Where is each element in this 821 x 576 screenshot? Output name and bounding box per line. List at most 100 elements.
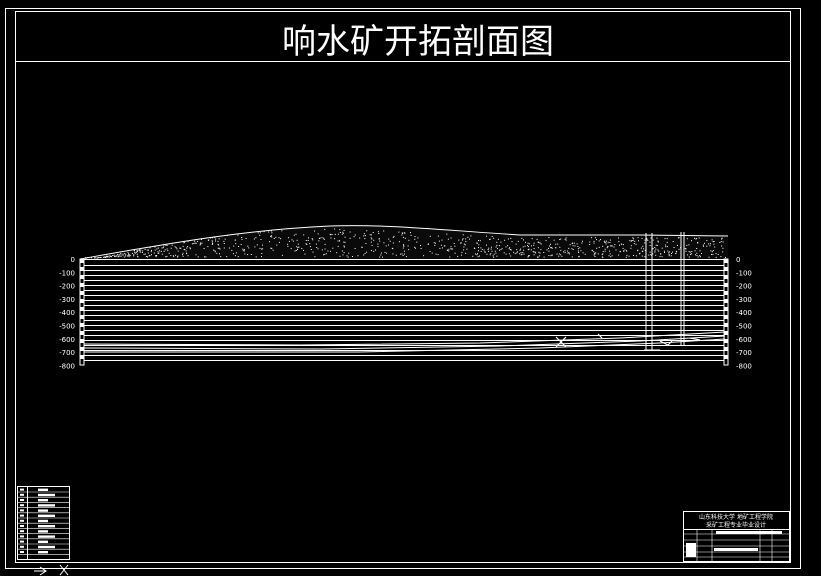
speckle — [234, 239, 236, 241]
speckle — [378, 233, 380, 234]
speckle — [297, 248, 298, 250]
speckle — [215, 240, 216, 242]
speckle — [157, 247, 159, 249]
speckle — [395, 254, 397, 256]
speckle — [691, 253, 693, 255]
speckle — [243, 250, 245, 252]
speckle — [615, 249, 617, 251]
speckle — [528, 248, 530, 250]
speckle — [697, 256, 699, 258]
speckle — [598, 246, 600, 248]
speckle — [533, 248, 535, 250]
speckle — [556, 253, 558, 255]
speckle — [94, 257, 96, 259]
speckle — [648, 254, 650, 256]
speckle — [303, 249, 304, 251]
speckle — [364, 253, 366, 254]
speckle — [161, 247, 163, 249]
speckle — [531, 245, 532, 247]
speckle — [270, 247, 272, 249]
speckle — [646, 239, 648, 241]
speckle — [398, 231, 400, 233]
speckle — [364, 238, 366, 240]
speckle — [128, 256, 130, 258]
speckle — [115, 256, 117, 258]
speckle — [242, 248, 244, 250]
speckle — [385, 245, 387, 247]
speckle — [511, 241, 513, 243]
speckle — [543, 256, 545, 258]
speckle — [151, 254, 152, 256]
speckle — [597, 253, 599, 255]
speckle — [204, 256, 205, 258]
speckle — [305, 243, 307, 245]
speckle — [237, 256, 239, 258]
speckle — [500, 249, 502, 251]
speckle — [571, 256, 573, 258]
speckle — [510, 237, 512, 239]
speckle — [659, 255, 661, 257]
speckle — [287, 243, 289, 245]
speckle — [431, 252, 433, 254]
speckle — [607, 241, 609, 243]
speckle — [197, 256, 199, 258]
legend-swatch — [20, 530, 24, 533]
legend-swatch — [20, 509, 24, 512]
coal-seam-3 — [84, 338, 726, 353]
speckle — [149, 247, 151, 249]
scale-bar-segment — [724, 267, 728, 271]
speckle — [448, 248, 450, 250]
speckle — [530, 249, 532, 251]
speckle — [106, 255, 108, 257]
speckle — [401, 234, 403, 236]
speckle — [156, 248, 158, 250]
speckle — [120, 255, 122, 257]
speckle — [237, 234, 239, 236]
speckle — [298, 246, 300, 248]
speckle — [347, 256, 349, 258]
speckle — [186, 253, 188, 255]
speckle — [366, 230, 368, 232]
speckle — [621, 243, 623, 245]
speckle — [509, 249, 511, 250]
speckle — [668, 252, 670, 254]
legend-text-mark — [38, 551, 48, 554]
speckle — [489, 238, 491, 240]
speckle — [625, 256, 627, 258]
speckle — [465, 252, 467, 254]
speckle — [245, 238, 247, 239]
depth-label-right: -600 — [736, 336, 752, 344]
speckle — [105, 256, 107, 258]
speckle — [513, 251, 515, 253]
speckle — [520, 248, 521, 250]
speckle — [655, 244, 657, 246]
speckle — [531, 238, 533, 240]
speckle — [124, 253, 126, 255]
shafts — [644, 232, 685, 351]
speckle — [688, 251, 690, 253]
speckle — [578, 252, 580, 253]
speckle — [278, 241, 280, 243]
speckle — [420, 245, 421, 246]
speckle — [486, 244, 487, 246]
speckle — [194, 240, 196, 242]
speckle — [709, 245, 711, 247]
speckle — [361, 246, 363, 248]
speckle — [666, 246, 668, 248]
speckle — [712, 253, 714, 255]
speckle — [143, 253, 145, 255]
speckle — [551, 254, 553, 256]
speckle — [241, 238, 243, 240]
speckle — [199, 244, 201, 246]
scale-bar-segment — [724, 291, 728, 295]
speckle — [713, 241, 715, 242]
speckle — [343, 252, 345, 254]
speckle — [433, 242, 435, 244]
speckle — [235, 252, 237, 254]
scale-bar-segment — [80, 347, 84, 351]
speckle — [127, 251, 129, 253]
speckle — [414, 246, 416, 248]
speckle — [301, 248, 303, 249]
speckle — [112, 255, 114, 256]
speckle — [594, 237, 596, 239]
